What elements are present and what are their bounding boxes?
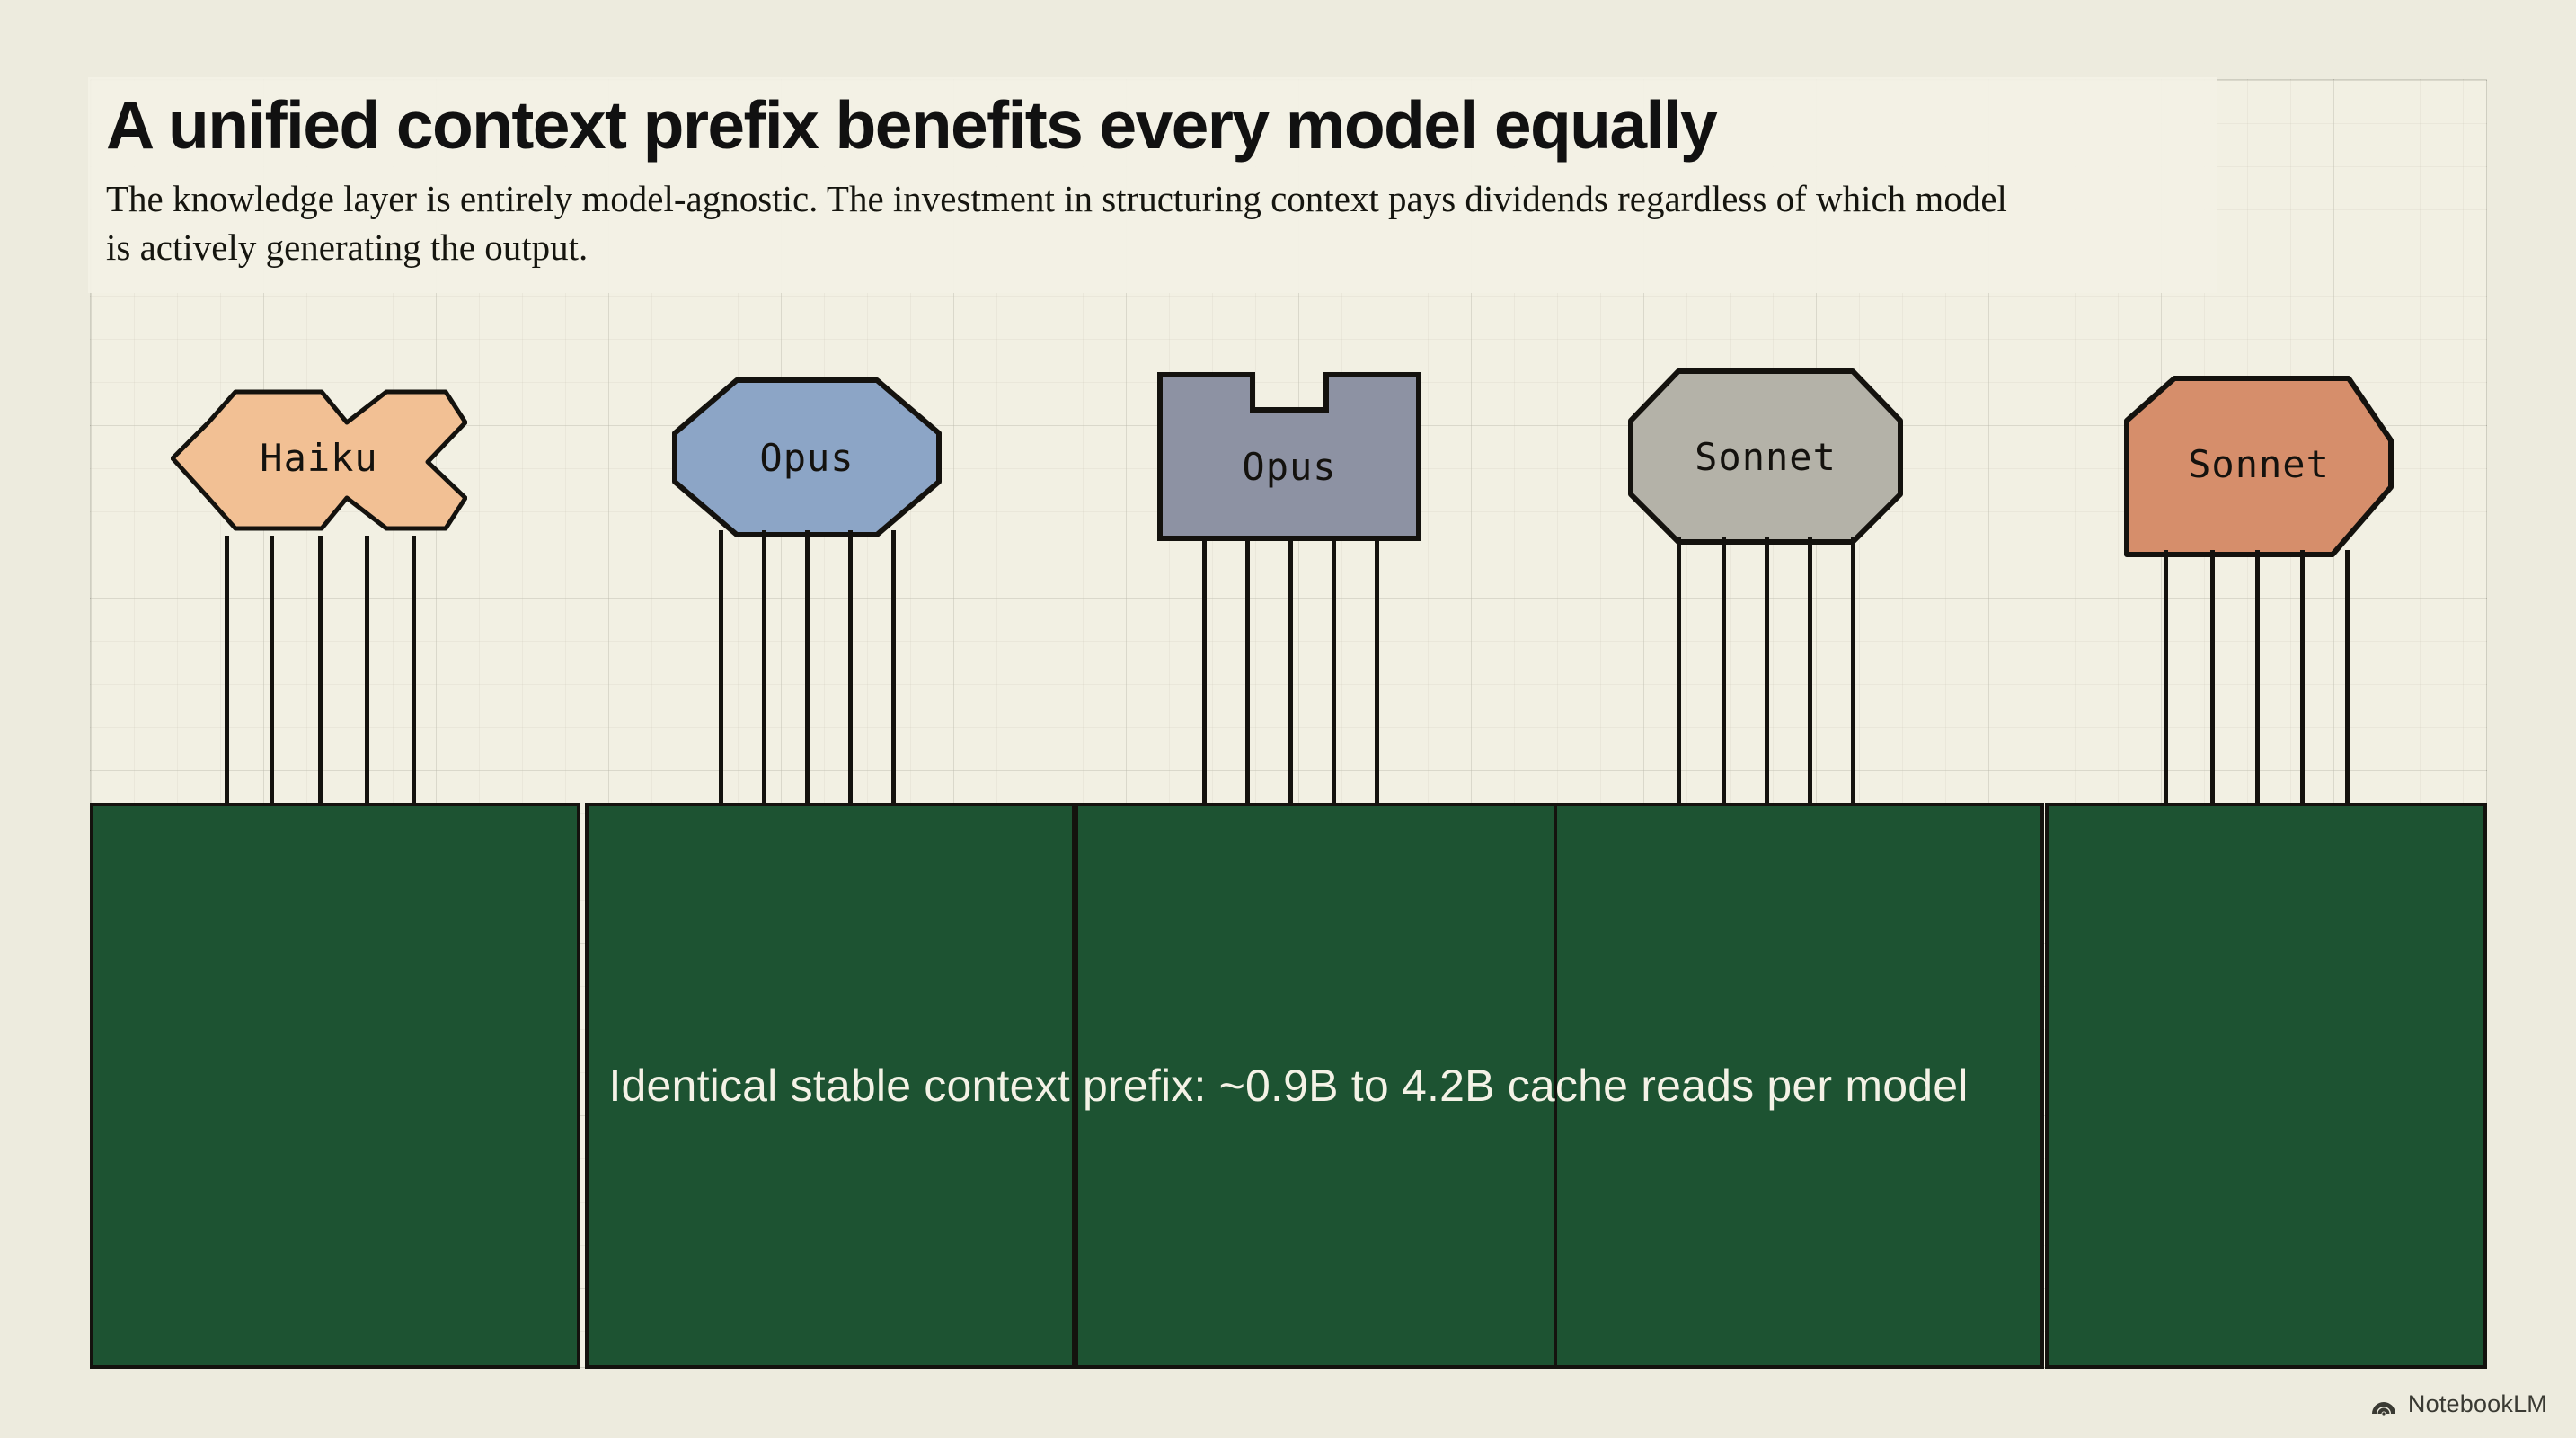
prefix-block[interactable] <box>2045 803 2487 1369</box>
page-title: A unified context prefix benefits every … <box>106 87 1718 163</box>
prefix-block[interactable] <box>1075 803 1565 1369</box>
notebooklm-watermark: NotebookLM <box>2370 1390 2547 1418</box>
prefix-block[interactable] <box>585 803 1076 1369</box>
context-prefix-band: Identical stable context prefix: ~0.9B t… <box>90 803 2487 1369</box>
page-subtitle: The knowledge layer is entirely model-ag… <box>106 177 2007 268</box>
watermark-label: NotebookLM <box>2407 1390 2547 1417</box>
prefix-block[interactable] <box>1554 803 2044 1369</box>
prefix-block[interactable] <box>90 803 580 1369</box>
header-backdrop <box>88 77 2217 293</box>
notebooklm-icon <box>2371 1401 2395 1416</box>
header: A unified context prefix benefits every … <box>88 77 2217 293</box>
